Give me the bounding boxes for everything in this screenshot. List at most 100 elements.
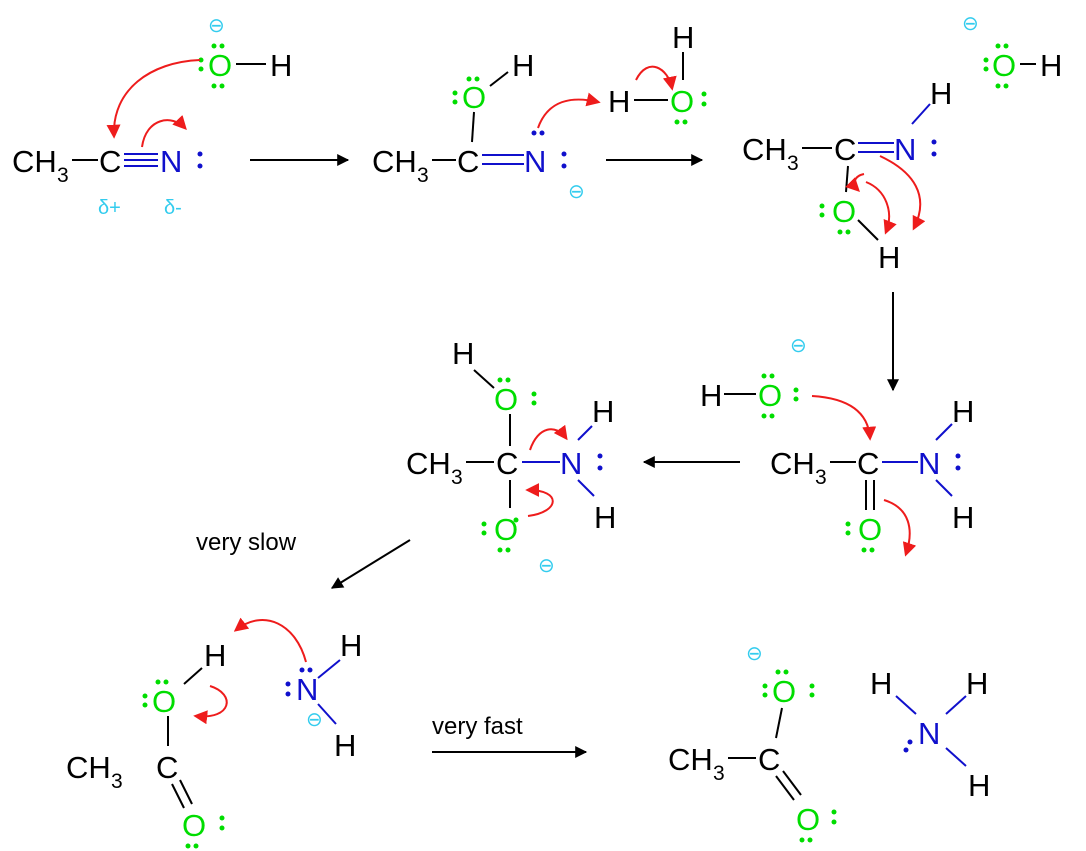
imidic-carbon: C xyxy=(834,132,856,167)
curved-electron-arrow-icon xyxy=(865,181,897,235)
hydrogen-atom: H xyxy=(870,666,892,701)
very-fast-label: very fast xyxy=(432,713,523,740)
double-bond xyxy=(858,142,894,153)
carbonyl-double-bond xyxy=(865,480,875,510)
lone-pairs-oxygen xyxy=(481,517,519,553)
hydrogen-atom: H xyxy=(334,728,356,763)
curved-electron-arrow-icon xyxy=(106,59,201,139)
n-h-bond xyxy=(317,659,341,679)
hydrogen-atom: H xyxy=(966,666,988,701)
step2-water: H O H xyxy=(608,20,707,125)
c-o-bond xyxy=(775,707,783,739)
very-slow-label: very slow xyxy=(196,529,297,556)
lone-pairs-oxygen xyxy=(142,679,169,708)
hydroxyl-oxygen: O xyxy=(462,80,486,115)
amide-nitrogen: N xyxy=(296,672,318,707)
curved-electron-arrow-icon xyxy=(233,617,307,663)
hydrogen-atom: H xyxy=(1040,48,1062,83)
carboxylate-oxygen: O xyxy=(772,674,796,709)
hydroxide-oxygen: O xyxy=(208,48,232,83)
methyl-ch: CH xyxy=(66,750,111,785)
amide-carbon: C xyxy=(857,446,879,481)
step5-tetrahedral-intermediate: H O CH 3 C N H H O ⊖ xyxy=(406,336,616,577)
ammonia-nitrogen: N xyxy=(918,716,940,751)
lone-pair-nitrogen xyxy=(197,151,203,169)
product-ammonia: H H N H xyxy=(870,666,990,803)
tetrahedral-carbon: C xyxy=(496,446,518,481)
hydrogen-atom: H xyxy=(878,240,900,275)
o-h-bond xyxy=(473,369,495,389)
carbonyl-oxygen: O xyxy=(796,802,820,837)
methyl-ch: CH xyxy=(406,446,451,481)
hydroxide-oxygen: O xyxy=(992,48,1016,83)
lone-pairs-oxygen xyxy=(452,76,480,105)
hydrogen-atom: H xyxy=(592,394,614,429)
curved-electron-arrow-icon xyxy=(537,92,601,129)
lone-pairs-oxygen xyxy=(674,91,707,125)
step1-acetonitrile: CH 3 C N δ+ δ- xyxy=(12,59,203,219)
lone-pairs-oxygen xyxy=(799,809,837,843)
alkoxide-oxygen: O xyxy=(494,512,518,547)
hydrogen-atom: H xyxy=(952,500,974,535)
lone-pair-nitrogen xyxy=(955,453,961,471)
methyl-subscript: 3 xyxy=(787,152,799,175)
hydrogen-atom: H xyxy=(930,76,952,111)
delta-minus-label: δ- xyxy=(164,197,182,219)
n-h-bond xyxy=(911,103,931,125)
curved-electron-arrow-icon xyxy=(141,115,187,148)
step3-imidic-acid: CH 3 C N H O H xyxy=(742,76,952,275)
hydrogen-atom: H xyxy=(952,394,974,429)
lone-pairs-nitrogen xyxy=(531,130,567,169)
hydrogen-atom: H xyxy=(452,336,474,371)
step2-imidate-anion: CH 3 C O H N ⊖ xyxy=(372,48,601,203)
methyl-subscript: 3 xyxy=(111,770,123,793)
amide-nitrogen: N xyxy=(918,446,940,481)
curved-electron-arrow-icon xyxy=(811,395,877,441)
curved-electron-arrow-icon xyxy=(635,65,677,91)
carbonyl-oxygen: O xyxy=(182,808,206,843)
hydrogen-atom: H xyxy=(270,48,292,83)
reaction-arrow-icon xyxy=(330,539,411,589)
lone-pair-nitrogen xyxy=(931,139,937,157)
n-h-bond xyxy=(945,695,967,715)
hydrogen-atom: H xyxy=(594,500,616,535)
n-h-bond xyxy=(317,703,337,725)
amine-nitrogen: N xyxy=(560,446,582,481)
lone-pairs-oxygen xyxy=(185,815,225,849)
carbonyl-oxygen: O xyxy=(858,512,882,547)
delta-plus-label: δ+ xyxy=(98,197,121,219)
methyl-subscript: 3 xyxy=(417,164,429,187)
c-o-bond xyxy=(845,165,849,193)
n-h-bond xyxy=(935,479,953,497)
n-h-bond xyxy=(935,423,953,441)
lone-pairs-oxygen xyxy=(761,373,799,419)
imidate-carbon: C xyxy=(457,144,479,179)
n-h-bond xyxy=(945,747,967,767)
lone-pairs-oxygen xyxy=(198,43,225,89)
hydrogen-atom: H xyxy=(672,20,694,55)
lone-pairs-oxygen xyxy=(497,377,537,406)
lone-pairs-oxygen xyxy=(819,203,851,235)
hydrogen-atom: H xyxy=(340,628,362,663)
double-bond xyxy=(482,154,524,165)
curved-electron-arrow-icon xyxy=(883,499,917,557)
nitrile-carbon: C xyxy=(99,144,121,179)
methyl-subscript: 3 xyxy=(713,762,725,785)
hydroxyl-oxygen: O xyxy=(152,684,176,719)
methyl-subscript: 3 xyxy=(815,466,827,489)
nitrile-nitrogen: N xyxy=(160,144,182,179)
n-h-bond xyxy=(577,425,593,441)
negative-charge-icon: ⊖ xyxy=(790,335,807,357)
carboxylate-carbon: C xyxy=(758,742,780,777)
product-acetate: ⊖ O CH 3 C O xyxy=(668,643,837,843)
methyl-ch: CH xyxy=(770,446,815,481)
imine-nitrogen: N xyxy=(524,144,546,179)
triple-bond xyxy=(124,153,158,167)
step4-hydroxide: ⊖ H O xyxy=(700,335,877,441)
methyl-subscript: 3 xyxy=(57,164,69,187)
hydroxide-oxygen: O xyxy=(758,378,782,413)
hydroxyl-oxygen: O xyxy=(494,382,518,417)
curved-electron-arrow-icon xyxy=(525,483,554,517)
imine-nitrogen: N xyxy=(894,132,916,167)
